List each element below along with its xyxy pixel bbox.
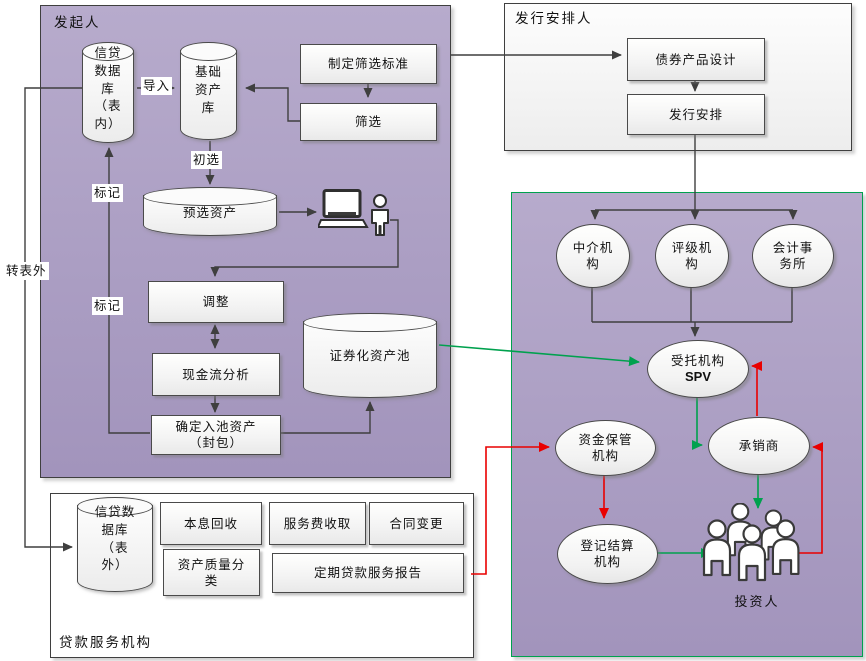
node-fund-custodian: 资金保管 机构 [555,420,656,476]
cylinder-top [82,42,134,61]
cylinder-body [82,50,134,143]
spv-label-en: SPV [684,368,711,384]
arrow-underwriter-to-spv [751,361,762,416]
edge-label-mark-upper: 标记 [92,184,124,203]
node-accounting-firm: 会计事 务所 [752,224,834,288]
arrow-mark-line [104,147,150,434]
node-securitized-pool: 证券化资产池 [303,313,437,398]
arrow-analyst-to-adjust [210,219,399,277]
node-contract-change: 合同变更 [369,502,464,545]
spv-label-cn: 受托机构 [670,353,725,368]
cylinder-body [77,505,153,592]
arrow-report-to-custodian [471,442,550,575]
node-credit-db-internal: 信贷 数据 库 （表 内） [82,42,134,143]
node-set-criteria: 制定筛选标准 [300,44,437,84]
node-screening: 筛选 [300,103,437,141]
edge-label-mark-lower: 标记 [92,297,124,316]
node-issuance-arrangement: 发行安排 [627,94,765,135]
line-issue-split [595,135,793,211]
node-service-fee: 服务费收取 [269,502,366,545]
originator-title: 发起人 [54,15,101,30]
cylinder-body [180,50,237,140]
node-intermediary: 中介机 构 [556,224,630,288]
node-confirm-pool-assets: 确定入池资产 （封包） [151,415,281,455]
node-base-asset-db: 基础 资产 库 [180,42,237,140]
arrow-pool-to-spv [438,344,640,367]
node-preselect-assets: 预选资产 [143,187,277,236]
node-rating-agency: 评级机 构 [655,224,729,288]
arrow-spv-to-underwriter [692,397,703,450]
node-registry-settlement: 登记结算 机构 [557,524,658,584]
base-asset-db-label: 基础 资产 库 [194,65,222,115]
line-agencies-merge [591,286,793,323]
edge-label-import: 导入 [141,77,173,96]
edge-label-initial-select: 初选 [191,151,223,170]
cylinder-top [143,187,277,206]
credit-db-external-label: 信贷数 据库 （表 外） [94,505,136,573]
cylinder-top [180,42,237,61]
laptop-person-icon [316,189,398,239]
node-spv: 受托机构 SPV [647,340,749,398]
arrow-screening-to-base-db [245,83,300,122]
arrow-to-off-balance [24,87,82,552]
arrow-confirm-to-pool [279,401,375,434]
investors-label: 投资人 [734,594,780,609]
preselect-assets-label: 预选资产 [182,206,237,220]
node-bond-product-design: 债券产品设计 [627,38,765,81]
node-asset-quality: 资产质量分 类 [163,549,260,596]
people-group-icon [699,502,805,591]
arranger-title: 发行安排人 [515,11,593,26]
node-periodic-report: 定期贷款服务报告 [272,553,464,593]
edge-label-to-off-balance: 转表外 [4,262,49,281]
node-underwriter: 承销商 [708,417,810,475]
node-adjust: 调整 [148,281,284,323]
securitized-pool-label: 证券化资产池 [329,349,411,363]
cylinder-top [303,313,437,332]
node-principal-interest: 本息回收 [160,502,262,545]
cylinder-top [77,497,153,516]
cylinder-body [303,321,437,398]
arrow-investors-to-underwriter [793,442,823,554]
credit-db-internal-label: 信贷 数据 库 （表 内） [94,46,122,131]
node-credit-db-external: 信贷数 据库 （表 外） [77,497,153,592]
servicer-title: 贷款服务机构 [59,635,152,650]
node-cashflow-analysis: 现金流分析 [152,353,280,396]
